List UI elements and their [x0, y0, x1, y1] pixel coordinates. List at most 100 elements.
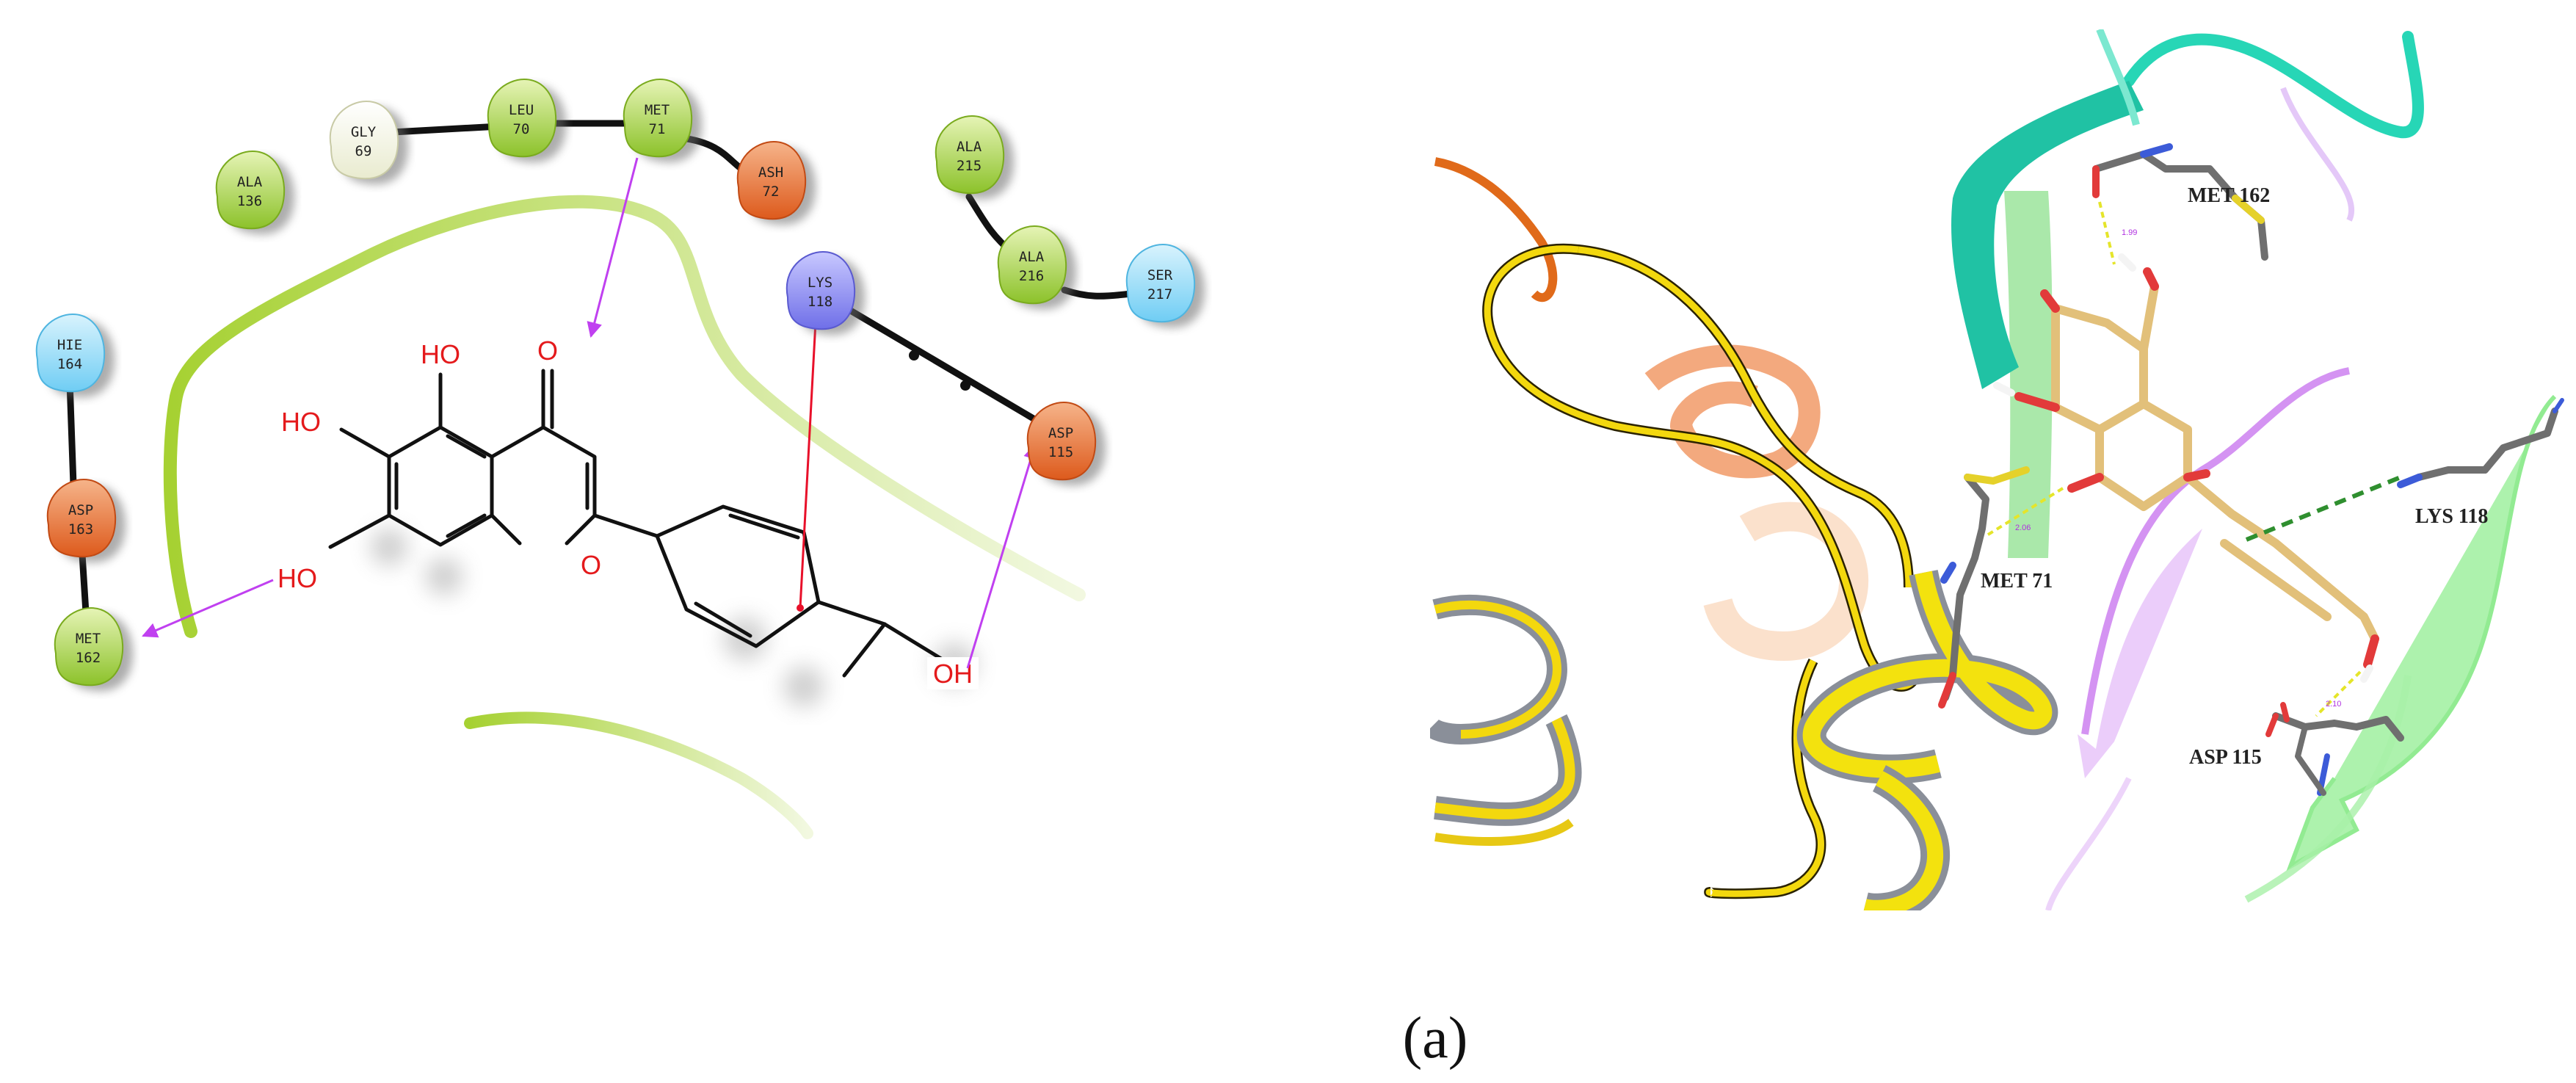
- ligand-halos: [370, 528, 976, 707]
- residue-name: MET: [76, 631, 101, 647]
- atom-bg: [279, 405, 326, 438]
- residue-asp115: ASP 115: [1026, 401, 1106, 486]
- residue-number: 215: [957, 158, 982, 174]
- residue-met71: MET 71: [623, 78, 703, 163]
- residue-number: 163: [68, 521, 93, 537]
- residue-badge-shape: [35, 313, 106, 393]
- residue-number: 71: [649, 121, 666, 137]
- yellow-coil: [1578, 245, 1914, 588]
- residue-gly69: GLY 69: [329, 100, 409, 185]
- residue-leu70: LEU 70: [487, 78, 567, 163]
- bottom-left-helix: [1434, 600, 1561, 739]
- residue-sticks: [1938, 143, 2564, 796]
- residue-label-lys118: LYS 118: [2415, 505, 2488, 528]
- residue-badge-shape: [215, 150, 286, 230]
- residue-name: ASP: [68, 502, 93, 518]
- atom-bg: [417, 339, 464, 372]
- green-strand: [2244, 675, 2412, 903]
- residue-number: 70: [513, 121, 530, 137]
- distance-label-met162: 1.99: [2122, 228, 2137, 237]
- residue-name: ALA: [1019, 249, 1045, 265]
- atom-bg: [533, 336, 562, 369]
- residue-name: GLY: [351, 124, 377, 140]
- docking-view-3d: 1.99 2.06 2.10 MET 162 MET 71 LYS 118 AS…: [1430, 29, 2564, 910]
- residue-ash72: ASH 72: [736, 140, 816, 225]
- interaction-diagram-2d: HO O HO HO O OH GLY69LEU70MET71ASH72ALA1…: [35, 78, 1205, 839]
- residue-ser217: SER 217: [1125, 243, 1205, 328]
- residue-number: 162: [76, 650, 101, 666]
- residue-name: ASP: [1048, 425, 1073, 441]
- residue-number: 216: [1019, 268, 1044, 284]
- residue-hie164: HIE 164: [35, 313, 115, 398]
- phenyl-hydroxyl-label: OH: [933, 659, 973, 689]
- distance-label-met71: 2.06: [2015, 524, 2031, 532]
- carbonyl-oxygen-label: O: [537, 336, 558, 366]
- bottom-left-helix: [1434, 717, 1575, 819]
- residue-name: LEU: [509, 102, 534, 118]
- purple-strand: [2045, 777, 2132, 910]
- hydroxyl-label-left: HO: [281, 407, 321, 437]
- residue-name: MET: [645, 102, 670, 118]
- residue-name: LYS: [808, 275, 832, 291]
- interaction-dashes: [1984, 201, 2402, 717]
- residue-name: ALA: [237, 174, 263, 190]
- hbond-met71-arrow: [587, 157, 639, 338]
- residue-met162: MET 162: [54, 606, 134, 692]
- cyan-strand: [1951, 81, 2144, 389]
- residue-badge-shape: [786, 250, 856, 330]
- residue-label-asp115: ASP 115: [2189, 746, 2262, 769]
- cyan-ribbon: [2123, 31, 2424, 139]
- residue-badge-shape: [736, 140, 807, 220]
- residue-name: HIE: [57, 337, 82, 353]
- residue-number: 217: [1147, 286, 1172, 303]
- residue-number: 164: [57, 356, 82, 372]
- orange-helix: [1703, 501, 1869, 662]
- hbond-asp115-arrow: [966, 443, 1039, 669]
- atom-bg: [273, 562, 320, 594]
- yellow-helix: [1802, 571, 2053, 778]
- yellow-coil: [1705, 659, 1824, 897]
- yellow-helix: [1863, 771, 1944, 910]
- distance-label-asp115: 2.10: [2326, 700, 2341, 709]
- pocket-outline-upper: [163, 195, 1086, 638]
- residue-badge-shape: [997, 225, 1067, 305]
- residue-badge-shape: [1125, 243, 1196, 323]
- residue-lys118: LYS 118: [786, 250, 866, 336]
- residue-ala215: ALA 215: [935, 115, 1015, 200]
- yellow-coil: [1578, 246, 1912, 588]
- residue-name: SER: [1147, 267, 1173, 283]
- orange-ribbon: [1434, 157, 1558, 303]
- yellow-coil: [1484, 245, 1920, 690]
- ligand-3d: [1993, 253, 2379, 683]
- purple-strand: [2078, 529, 2202, 778]
- residue-number: 72: [763, 184, 780, 200]
- ring-oxygen-label: O: [581, 550, 601, 580]
- residue-number: 136: [237, 193, 262, 209]
- green-strand: [2286, 394, 2557, 872]
- ligand-structure: [328, 369, 953, 678]
- residue-number: 69: [355, 143, 372, 159]
- figure-caption: (a): [1403, 1006, 1468, 1071]
- residue-label-met162: MET 162: [2188, 184, 2270, 207]
- residue-number: 118: [808, 294, 832, 310]
- residue-badge-shape: [487, 78, 557, 158]
- residue-name: ASH: [758, 164, 783, 181]
- hbond-arrows: [142, 157, 1039, 669]
- purple-strand: [2280, 87, 2355, 222]
- bottom-left-helix: [1434, 819, 1574, 846]
- backbone-node: [960, 380, 970, 391]
- green-strand: [2004, 191, 2053, 558]
- backbone-node: [909, 350, 919, 361]
- residue-badge-shape: [1026, 401, 1097, 481]
- residue-ala216: ALA 216: [997, 225, 1077, 310]
- hbond-met162-arrow: [142, 579, 274, 638]
- residue-number: 115: [1048, 444, 1073, 460]
- residue-badge-shape: [935, 115, 1005, 195]
- residue-ala136: ALA 136: [215, 150, 295, 235]
- residue-badge-shape: [329, 100, 399, 180]
- residue-label-met71: MET 71: [1981, 570, 2053, 593]
- residue-name: ALA: [957, 139, 982, 155]
- residue-badge-shape: [46, 478, 117, 558]
